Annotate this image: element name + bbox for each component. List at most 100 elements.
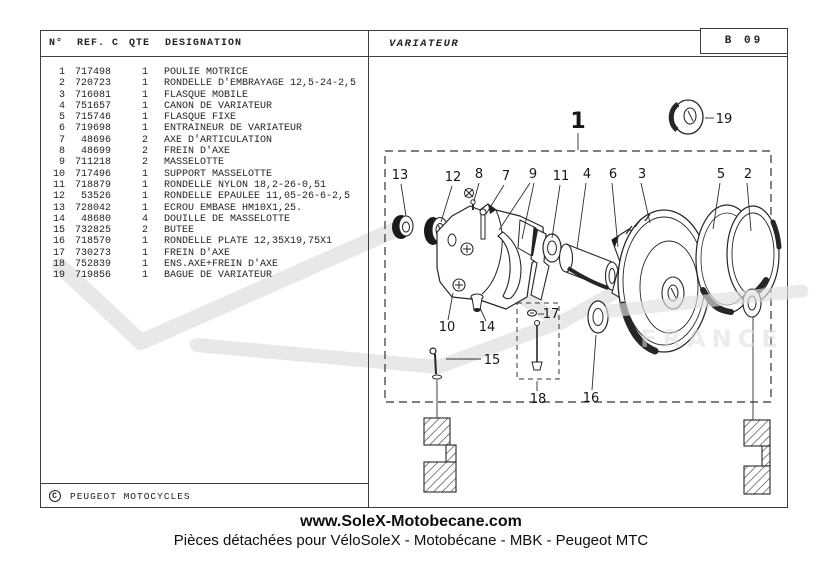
cell-ref: 48699 (80, 146, 111, 158)
cell-qte: 1 (141, 123, 148, 135)
cell-qte: 1 (141, 270, 148, 282)
cell-no: 10 (52, 168, 65, 180)
cell-designation: FREIN D'AXE (164, 247, 231, 259)
cell-designation: FREIN D'AXE (164, 146, 231, 158)
sheet-title: VARIATEUR (389, 38, 460, 50)
cell-designation: BUTEE (164, 225, 195, 237)
col-header-no: N° (49, 38, 64, 49)
cell-no: 17 (52, 247, 65, 259)
table-row: 15 732825 2 BUTEE (45, 225, 356, 236)
cell-designation: ENS.AXE+FREIN D'AXE (164, 259, 279, 271)
cell-ref: 711218 (74, 157, 111, 169)
footer-tagline: Pièces détachées pour VéloSoleX - Motobé… (173, 532, 649, 549)
cell-designation: FLASQUE MOBILE (164, 89, 249, 101)
cell-qte: 1 (141, 112, 148, 124)
cell-ref: 719856 (74, 270, 111, 282)
cell-no: 2 (58, 78, 65, 90)
cell-designation: SUPPORT MASSELOTTE (164, 168, 273, 180)
cell-ref: 718879 (74, 179, 111, 191)
cell-no: 13 (52, 202, 65, 214)
cell-designation: CANON DE VARIATEUR (164, 100, 273, 112)
cell-ref: 730273 (74, 247, 111, 259)
cell-no: 1 (58, 67, 65, 78)
cell-no: 14 (52, 213, 65, 225)
cell-qte: 2 (141, 134, 148, 146)
cell-designation: AXE D'ARTICULATION (164, 134, 273, 146)
cell-ref: 751657 (74, 100, 111, 112)
table-row: 13 728042 1 ECROU EMBASE HM10X1,25. (45, 203, 356, 214)
cell-qte: 1 (141, 202, 148, 214)
cell-ref: 728042 (74, 202, 111, 214)
cell-no: 19 (52, 270, 65, 282)
table-row: 14 48680 4 DOUILLE DE MASSELOTTE (45, 214, 356, 225)
cell-designation: RONDELLE EPAULEE 11,05-26-6-2,5 (164, 191, 351, 203)
cell-designation: DOUILLE DE MASSELOTTE (164, 213, 291, 225)
cell-designation: RONDELLE D'EMBRAYAGE 12,5-24-2,5 (164, 78, 357, 90)
cell-qte: 1 (141, 179, 148, 191)
cell-no: 8 (58, 146, 65, 158)
sheet-header: N° REF. C QTE DESIGNATION VARIATEUR (41, 31, 787, 57)
cell-designation: ECROU EMBASE HM10X1,25. (164, 202, 303, 214)
cell-no: 9 (58, 157, 65, 169)
cell-designation: RONDELLE NYLON 18,2-26-0,51 (164, 179, 327, 191)
site-footer: www.SoleX-Motobecane.com Pièces détachée… (0, 513, 822, 549)
cell-qte: 1 (141, 168, 148, 180)
cell-qte: 1 (141, 78, 148, 90)
table-row: 2 720723 1 RONDELLE D'EMBRAYAGE 12,5-24-2,5 (45, 78, 356, 89)
sheet-code-badge: B 09 (700, 28, 788, 54)
table-row: 10 717496 1 SUPPORT MASSELOTTE (45, 169, 356, 180)
cell-no: 4 (58, 100, 65, 112)
cell-ref: 716081 (74, 89, 111, 101)
cell-qte: 1 (141, 247, 148, 259)
cell-designation: BAGUE DE VARIATEUR (164, 270, 273, 282)
cell-ref: 720723 (74, 78, 111, 90)
cell-designation: RONDELLE PLATE 12,35X19,75X1 (164, 236, 333, 248)
catalog-sheet: N° REF. C QTE DESIGNATION VARIATEUR B 09… (40, 28, 788, 508)
cell-qte: 1 (141, 259, 148, 271)
footer-divider-line (41, 483, 368, 484)
cell-no: 18 (52, 259, 65, 271)
cell-designation: MASSELOTTE (164, 157, 225, 169)
cell-no: 12 (52, 191, 65, 203)
cell-ref: 48680 (80, 213, 111, 225)
cell-ref: 752839 (74, 259, 111, 271)
table-row: 12 53526 1 RONDELLE EPAULEE 11,05-26-6-2,5 (45, 191, 356, 202)
cell-no: 16 (52, 236, 65, 248)
cell-qte: 1 (141, 191, 148, 203)
copyright-text: PEUGEOT MOTOCYCLES (70, 490, 191, 502)
col-header-qte: QTE (129, 38, 151, 49)
cell-ref: 717498 (74, 67, 111, 78)
cell-no: 11 (52, 179, 65, 191)
cell-ref: 732825 (74, 225, 111, 237)
table-row: 18 752839 1 ENS.AXE+FREIN D'AXE (45, 259, 356, 270)
cell-ref: 53526 (80, 191, 111, 203)
footer-site-url: www.SoleX-Motobecane.com (300, 513, 522, 530)
table-diagram-divider (368, 31, 369, 507)
cell-no: 7 (58, 134, 65, 146)
table-row: 4 751657 1 CANON DE VARIATEUR (45, 101, 356, 112)
cell-designation: FLASQUE FIXE (164, 112, 237, 124)
cell-ref: 719698 (74, 123, 111, 135)
table-row: 5 715746 1 FLASQUE FIXE (45, 112, 356, 123)
cell-no: 5 (58, 112, 65, 124)
cell-ref: 717496 (74, 168, 111, 180)
cell-designation: POULIE MOTRICE (164, 67, 249, 78)
cell-no: 15 (52, 225, 65, 237)
table-row: 17 730273 1 FREIN D'AXE (45, 248, 356, 259)
copyright: C PEUGEOT MOTOCYCLES (49, 490, 191, 502)
cell-qte: 1 (141, 89, 148, 101)
cell-qte: 4 (141, 213, 148, 225)
cell-ref: 718570 (74, 236, 111, 248)
col-header-designation: DESIGNATION (165, 38, 243, 49)
cell-designation: ENTRAINEUR DE VARIATEUR (164, 123, 303, 135)
cell-qte: 1 (141, 100, 148, 112)
cell-qte: 2 (141, 225, 148, 237)
cell-ref: 715746 (74, 112, 111, 124)
